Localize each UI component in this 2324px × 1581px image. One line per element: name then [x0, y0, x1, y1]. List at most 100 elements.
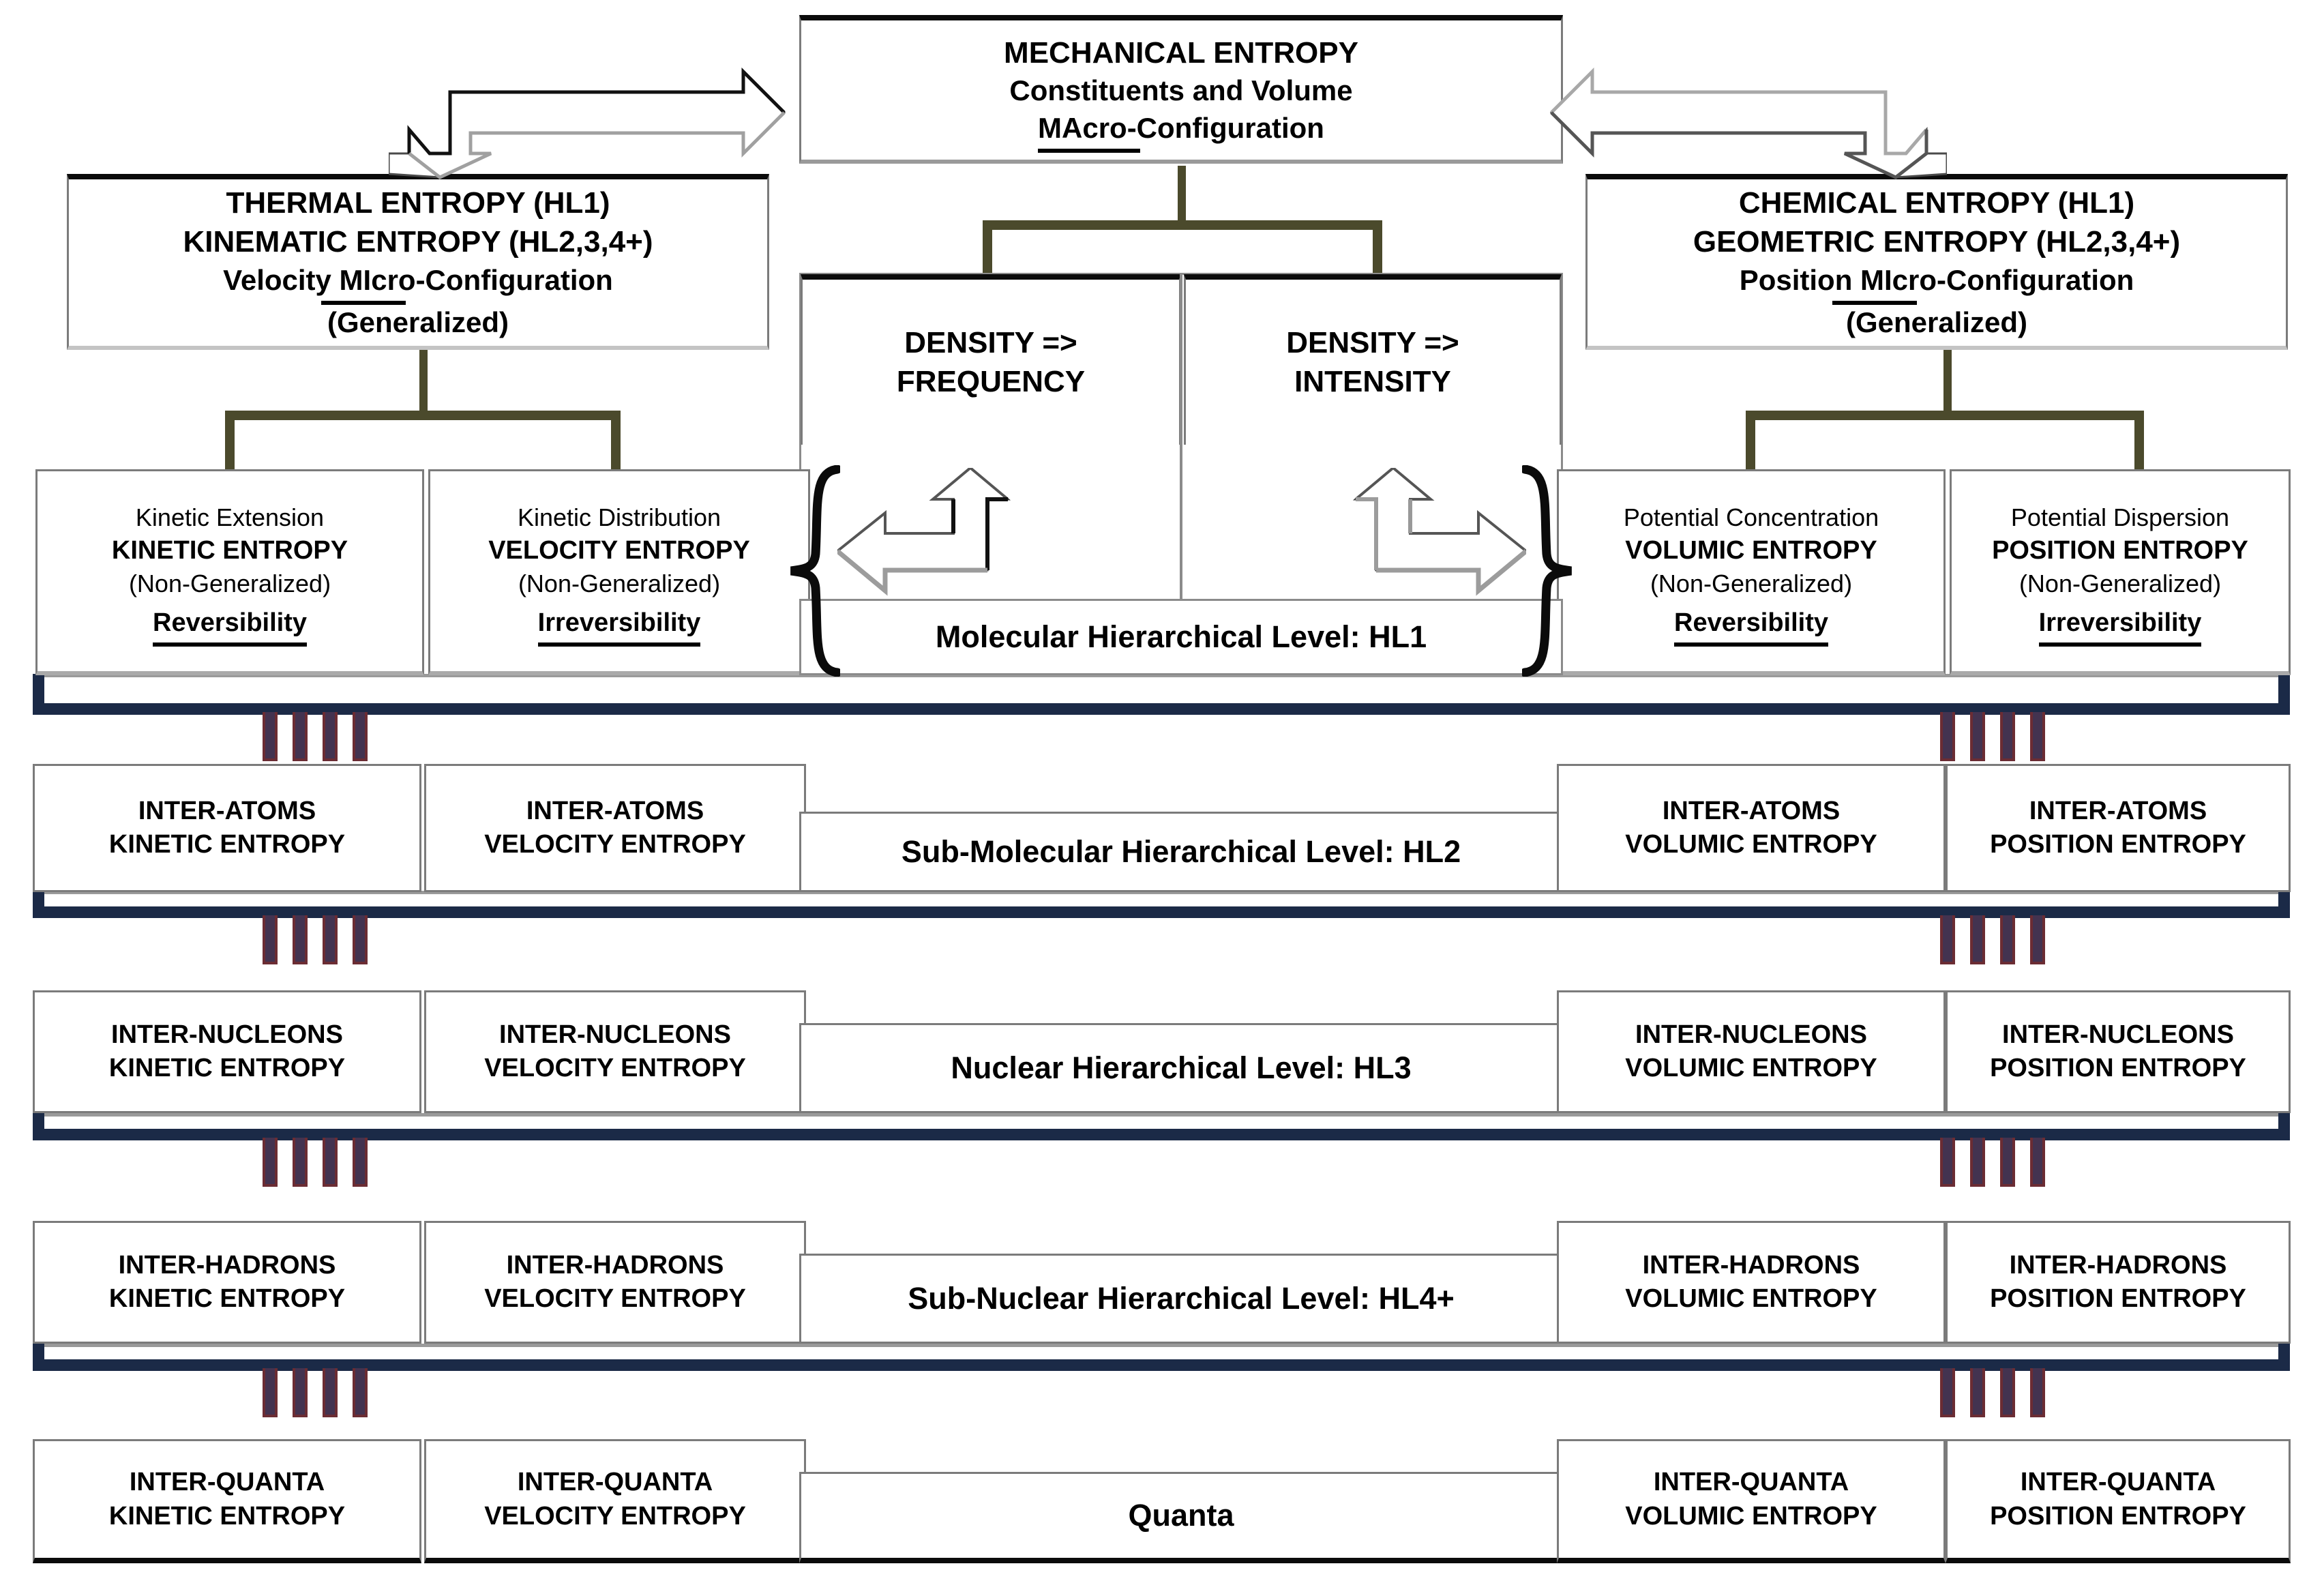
density-frequency-line1: DENSITY =>: [904, 325, 1077, 359]
hl4-cell-2: INTER-HADRONS VOLUMIC ENTROPY: [1557, 1221, 1946, 1344]
olive-connector-density-crossbar: [983, 220, 1382, 230]
rail-1-thin-top: [33, 674, 2290, 677]
quanta-cell-1-line1: INTER-QUANTA: [517, 1468, 713, 1497]
position-micro-configuration-line3: Position MIcro-Configuration: [1588, 262, 2286, 306]
position-micro-configuration-text: Position MIcro-Configuration: [1739, 263, 2134, 296]
bent-double-arrow-right: [1538, 65, 1947, 181]
connector-bar: [263, 915, 278, 964]
hl4-cell-1-line2: VELOCITY ENTROPY: [484, 1284, 746, 1313]
connector-bar: [2030, 712, 2045, 761]
hl2-cell-2: INTER-ATOMS VOLUMIC ENTROPY: [1557, 764, 1946, 892]
thermal-generalized-line4: (Generalized): [327, 306, 509, 339]
bent-double-arrow-left: [389, 65, 798, 181]
hl1-position-entropy-cell: Potential Dispersion POSITION ENTROPY (N…: [1950, 469, 2291, 675]
connector-bars-2-left: [263, 915, 368, 964]
hl4-cell-0: INTER-HADRONS KINETIC ENTROPY: [33, 1221, 421, 1344]
hl1-center-level-box: Molecular Hierarchical Level: HL1: [799, 599, 1563, 675]
right-curly-brace: [1522, 465, 1577, 677]
hl4-center-level-label: Sub-Nuclear Hierarchical Level: HL4+: [908, 1280, 1455, 1316]
quanta-cell-1: INTER-QUANTA VELOCITY ENTROPY: [424, 1439, 806, 1563]
hl2-cell-1-line1: INTER-ATOMS: [526, 796, 704, 825]
olive-connector-thermal-crossbar: [225, 411, 621, 420]
connector-bar: [263, 1368, 278, 1417]
volumic-reversibility-text: Reversibility: [1674, 608, 1828, 638]
olive-connector-thermal-right-drop: [611, 411, 621, 472]
hl2-cell-0: INTER-ATOMS KINETIC ENTROPY: [33, 764, 421, 892]
volumic-entropy-label: VOLUMIC ENTROPY: [1625, 536, 1877, 565]
density-frequency-line2: FREQUENCY: [896, 365, 1086, 398]
hl3-cell-2: INTER-NUCLEONS VOLUMIC ENTROPY: [1557, 990, 1946, 1113]
hl3-cell-2-line2: VOLUMIC ENTROPY: [1625, 1054, 1877, 1082]
connector-bars-1-right: [1940, 712, 2045, 761]
hl1-volumic-entropy-cell: Potential Concentration VOLUMIC ENTROPY …: [1557, 469, 1946, 675]
density-frequency-box: DENSITY => FREQUENCY: [801, 274, 1181, 445]
hl1-velocity-entropy-cell: Kinetic Distribution VELOCITY ENTROPY (N…: [428, 469, 810, 675]
connector-bar: [2030, 1368, 2045, 1417]
kinetic-entropy-label: KINETIC ENTROPY: [111, 536, 348, 565]
connector-bar: [1970, 1368, 1985, 1417]
quanta-cell-0: INTER-QUANTA KINETIC ENTROPY: [33, 1439, 421, 1563]
geometric-entropy-line2: GEOMETRIC ENTROPY (HL2,3,4+): [1693, 225, 2181, 259]
density-intensity-line1: DENSITY =>: [1286, 325, 1459, 359]
thermal-kinematic-entropy-box: THERMAL ENTROPY (HL1) KINEMATIC ENTROPY …: [67, 174, 769, 350]
hl3-cell-3-line1: INTER-NUCLEONS: [2002, 1020, 2234, 1049]
olive-connector-density-right-drop: [1373, 220, 1382, 276]
connector-bar: [2000, 1368, 2015, 1417]
position-nongeneralized-label: (Non-Generalized): [2018, 569, 2222, 597]
chemical-generalized-line4: (Generalized): [1845, 306, 2028, 339]
hl4-center-level-box: Sub-Nuclear Hierarchical Level: HL4+: [799, 1254, 1563, 1344]
hl3-cell-3-line2: POSITION ENTROPY: [1990, 1054, 2246, 1082]
hl3-cell-1: INTER-NUCLEONS VELOCITY ENTROPY: [424, 990, 806, 1113]
rail-3-thin-top: [33, 1113, 2290, 1117]
kinetic-extension-label: Kinetic Extension: [135, 503, 325, 532]
quanta-cell-2-line1: INTER-QUANTA: [1653, 1468, 1849, 1497]
velocity-irreversibility-label: Irreversibility: [430, 606, 808, 647]
connector-bars-4-right: [1940, 1368, 2045, 1417]
connector-bar: [353, 1138, 368, 1187]
quanta-cell-3-line2: POSITION ENTROPY: [1990, 1501, 2246, 1531]
hl4-cell-0-line1: INTER-HADRONS: [118, 1250, 336, 1280]
connector-bar: [323, 915, 338, 964]
hl2-cell-3-line2: POSITION ENTROPY: [1990, 830, 2246, 859]
connector-bar: [1970, 712, 1985, 761]
connector-bar: [353, 915, 368, 964]
density-intensity-box: DENSITY => INTENSITY: [1184, 274, 1562, 445]
chemical-geometric-entropy-box: CHEMICAL ENTROPY (HL1) GEOMETRIC ENTROPY…: [1585, 174, 2288, 350]
quanta-center-level-label: Quanta: [1128, 1498, 1234, 1533]
hierarchy-rail-3: [33, 1113, 2290, 1140]
kinetic-distribution-label: Kinetic Distribution: [517, 503, 721, 532]
connector-bar: [2000, 1138, 2015, 1187]
olive-connector-chemical-right-drop: [2134, 411, 2144, 472]
hl3-cell-3: INTER-NUCLEONS POSITION ENTROPY: [1946, 990, 2291, 1113]
hl2-cell-2-line2: VOLUMIC ENTROPY: [1625, 830, 1877, 859]
hl4-cell-1: INTER-HADRONS VELOCITY ENTROPY: [424, 1221, 806, 1344]
chemical-entropy-line1: CHEMICAL ENTROPY (HL1): [1738, 186, 2135, 220]
hl3-center-level-box: Nuclear Hierarchical Level: HL3: [799, 1023, 1563, 1113]
connector-bar: [293, 915, 308, 964]
hl2-cell-3: INTER-ATOMS POSITION ENTROPY: [1946, 764, 2291, 892]
hl2-cell-0-line1: INTER-ATOMS: [138, 796, 316, 825]
rail-3-bar: [33, 1129, 2290, 1140]
mechanical-entropy-box: MECHANICAL ENTROPY Constituents and Volu…: [799, 15, 1563, 164]
olive-connector-chemical-left-drop: [1746, 411, 1755, 472]
quanta-cell-1-line2: VELOCITY ENTROPY: [484, 1501, 746, 1531]
connector-bar: [293, 712, 308, 761]
velocity-nongeneralized-label: (Non-Generalized): [518, 569, 721, 597]
connector-bar: [293, 1368, 308, 1417]
connector-bar: [2030, 915, 2045, 964]
connector-bars-4-left: [263, 1368, 368, 1417]
density-frequency-divider: [1180, 274, 1182, 674]
rail-4-thin-top: [33, 1344, 2290, 1347]
center-bent-arrow-left: [837, 468, 1042, 652]
hl4-cell-0-line2: KINETIC ENTROPY: [108, 1284, 346, 1313]
position-irreversibility-label: Irreversibility: [1952, 606, 2289, 647]
mechanical-entropy-line3-text: MAcro-Configuration: [1038, 111, 1324, 144]
connector-bars-3-left: [263, 1138, 368, 1187]
olive-connector-density-left-drop: [983, 220, 992, 276]
hl3-cell-1-line2: VELOCITY ENTROPY: [484, 1054, 746, 1082]
connector-bar: [353, 1368, 368, 1417]
connector-bar: [323, 1138, 338, 1187]
center-bent-arrow-right: [1322, 468, 1526, 652]
hl2-cell-1-line2: VELOCITY ENTROPY: [484, 830, 746, 859]
